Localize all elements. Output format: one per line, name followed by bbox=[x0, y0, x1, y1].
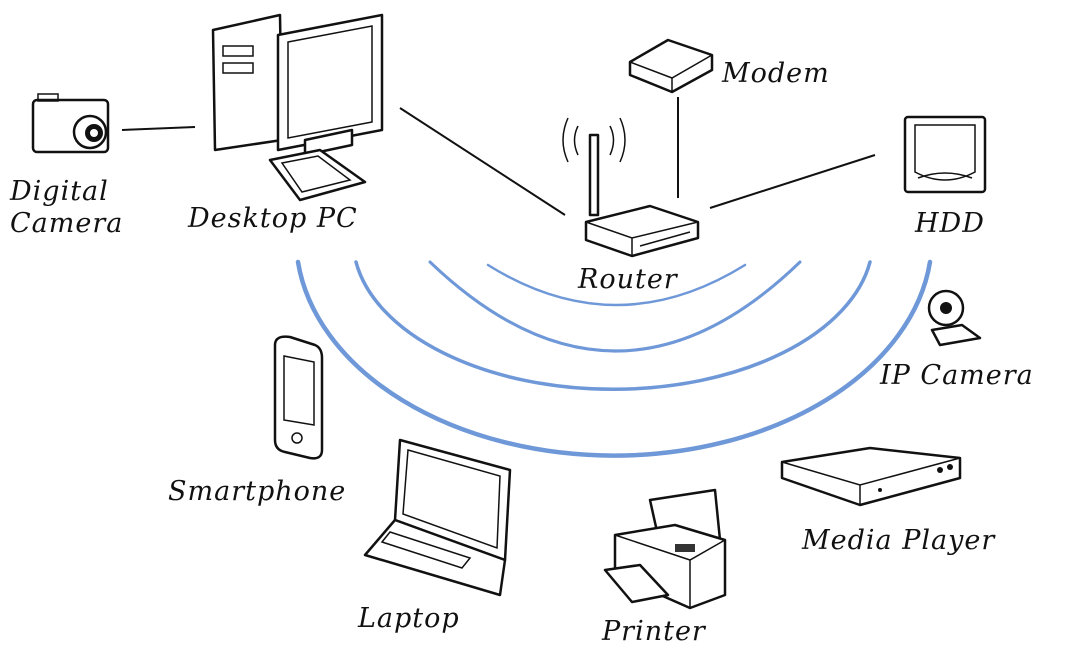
media-player-label: Media Player bbox=[802, 525, 996, 556]
link-camera-pc bbox=[121, 126, 196, 131]
smartphone-icon bbox=[273, 335, 324, 460]
printer-label: Printer bbox=[602, 616, 706, 647]
router-icon bbox=[562, 117, 700, 258]
wave-ring-4 bbox=[295, 259, 933, 458]
modem-icon bbox=[628, 38, 714, 94]
hdd-icon bbox=[903, 115, 987, 194]
wave-ring-1 bbox=[486, 263, 747, 307]
modem-label: Modem bbox=[722, 58, 830, 89]
laptop-label: Laptop bbox=[358, 603, 460, 634]
printer-icon bbox=[603, 488, 727, 610]
ip-camera-icon bbox=[927, 289, 982, 347]
router-label: Router bbox=[578, 264, 678, 295]
link-hdd-router bbox=[709, 154, 876, 209]
link-pc-router bbox=[399, 107, 566, 216]
wave-ring-3 bbox=[354, 260, 872, 391]
smartphone-label: Smartphone bbox=[168, 476, 347, 507]
digital-camera-label-line2: Camera bbox=[10, 208, 124, 239]
digital-camera-icon bbox=[31, 93, 110, 154]
media-player-icon bbox=[780, 446, 962, 507]
desktop-pc-label: Desktop PC bbox=[188, 203, 358, 234]
wireless-waves bbox=[295, 259, 933, 458]
wave-ring-2 bbox=[428, 260, 802, 353]
desktop-pc-icon bbox=[211, 13, 384, 202]
digital-camera-label-line1: Digital bbox=[10, 176, 109, 207]
laptop-icon bbox=[363, 438, 512, 597]
ip-camera-label: IP Camera bbox=[880, 360, 1034, 391]
hdd-label: HDD bbox=[915, 208, 985, 239]
